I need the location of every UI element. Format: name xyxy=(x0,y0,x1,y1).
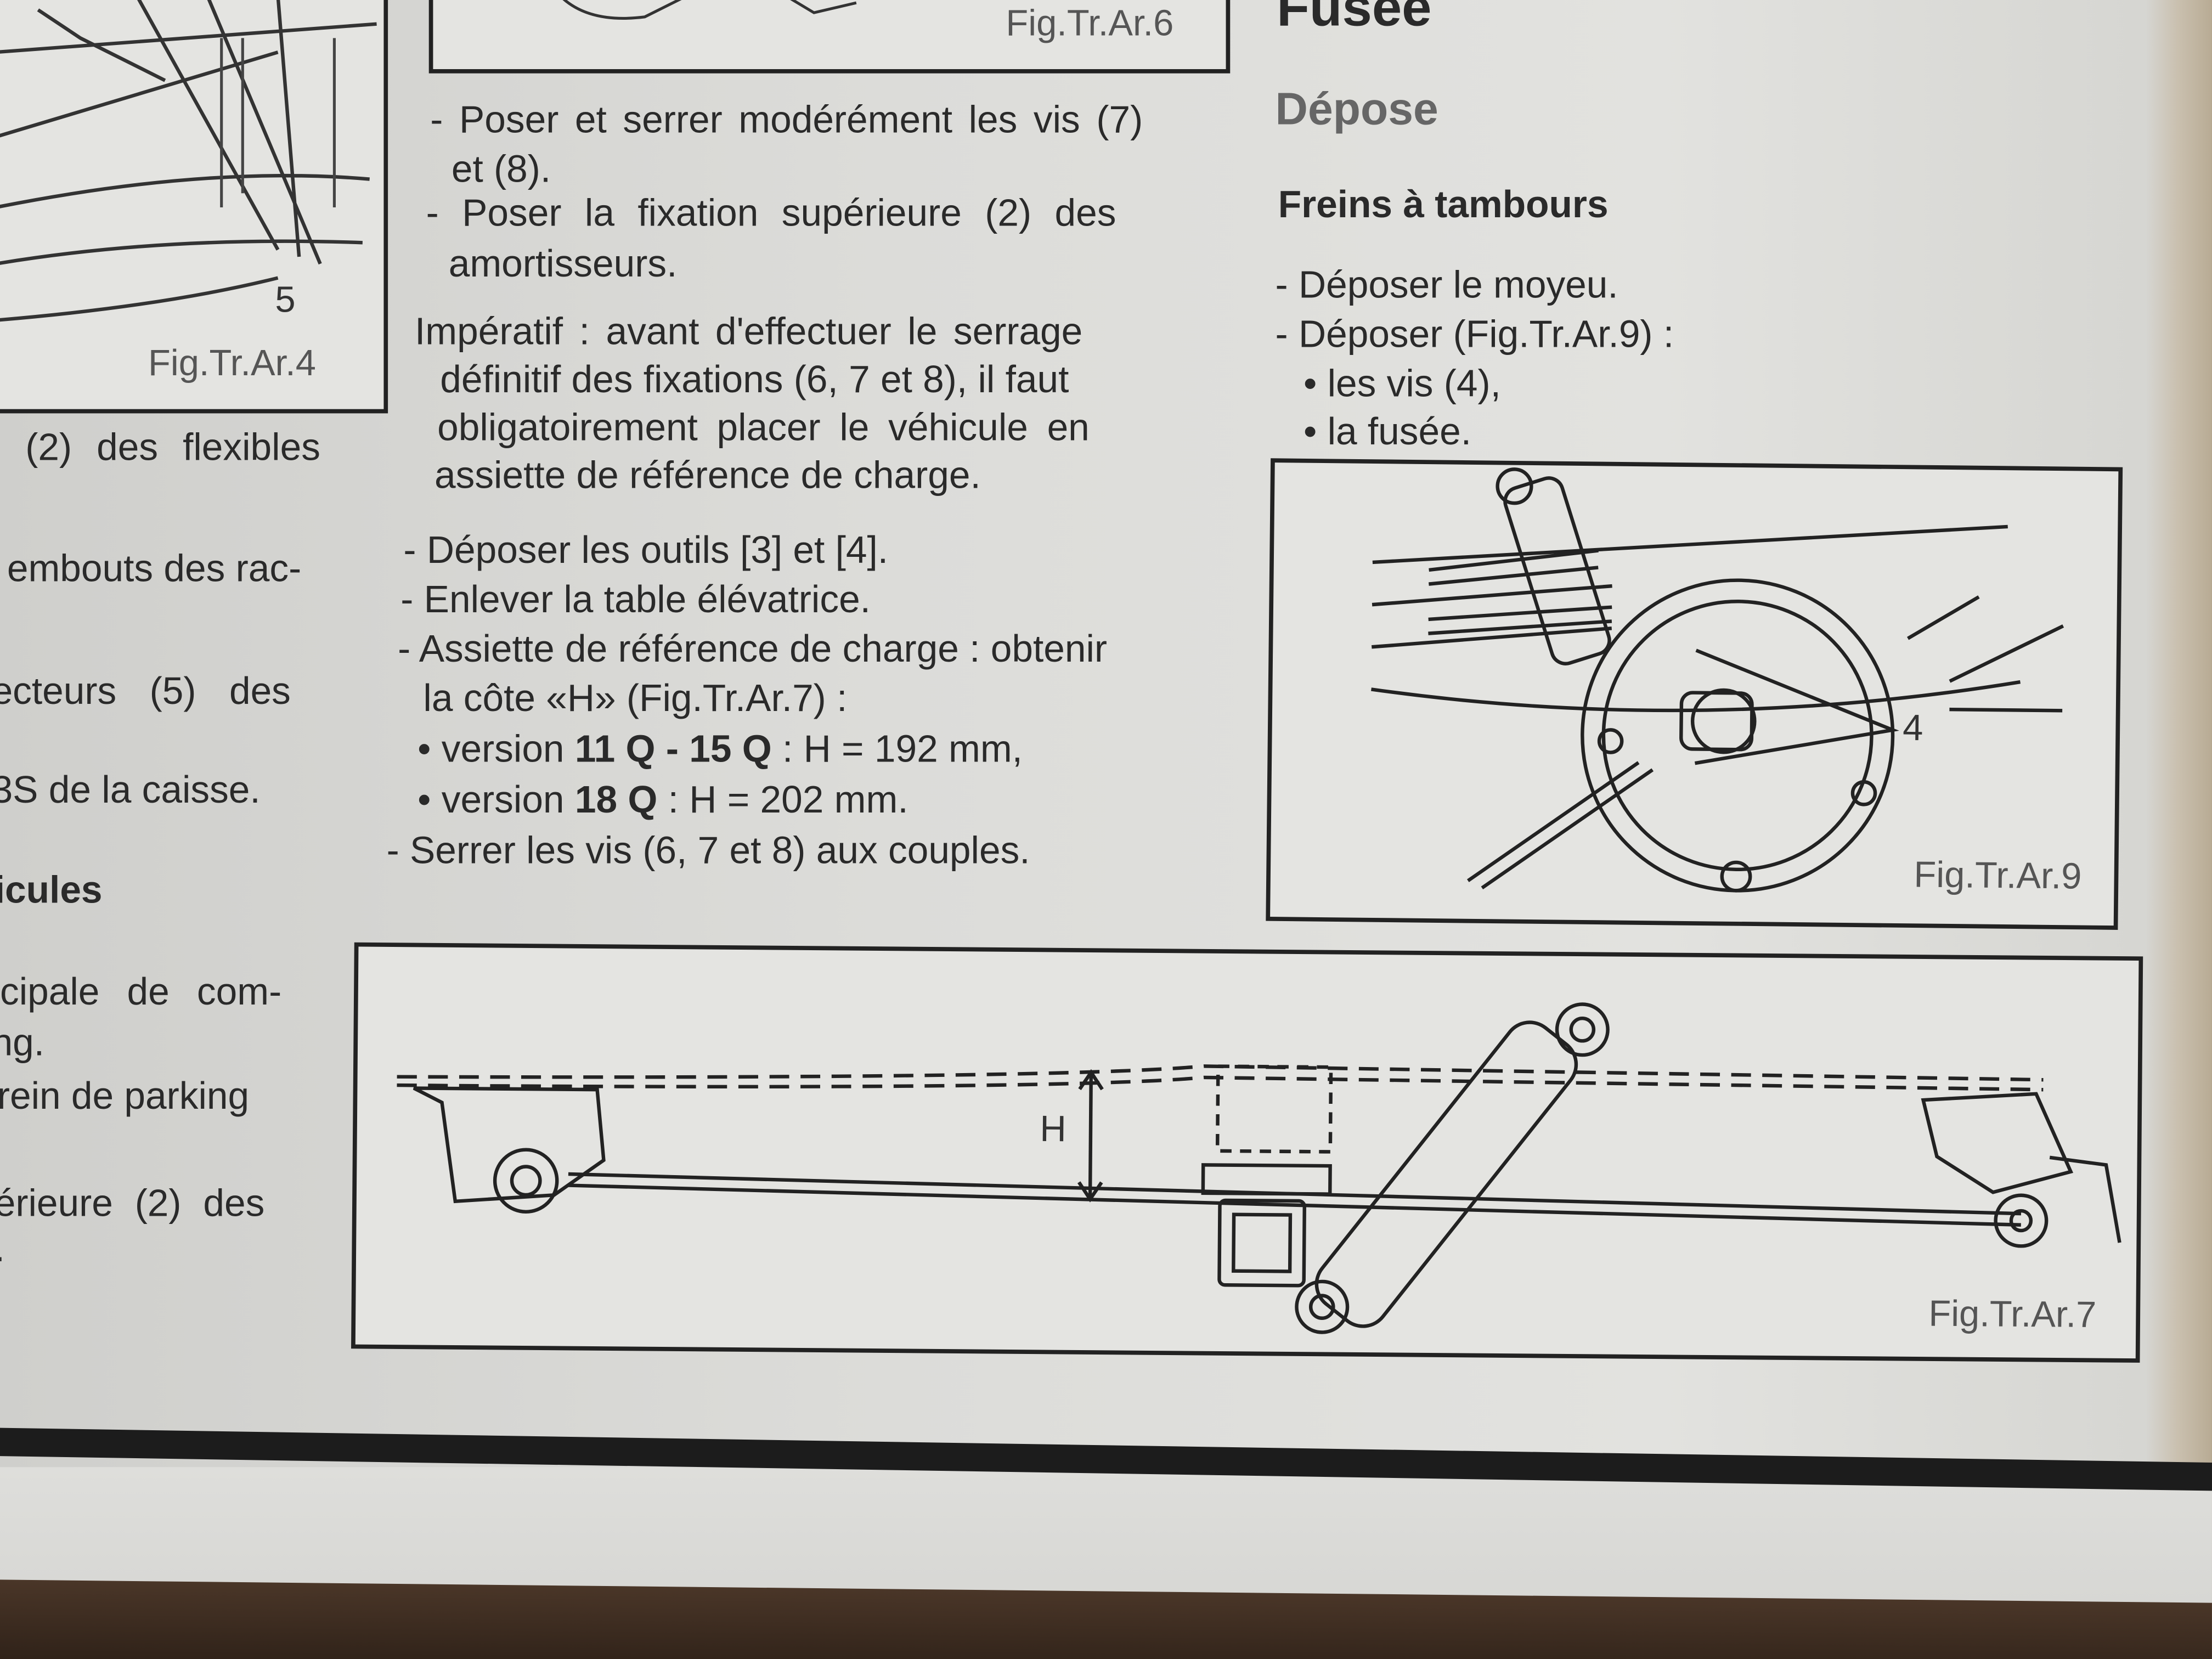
text-line: - Déposer les outils [3] et [4]. xyxy=(403,529,889,572)
figure-tr-ar-7: H Fig.Tr.Ar.7 xyxy=(351,942,2143,1363)
text: • version xyxy=(417,778,575,821)
version-line: • version 11 Q - 15 Q : H = 192 mm, xyxy=(417,725,1023,773)
text-line: 3S de la caisse. xyxy=(0,769,261,811)
text-line: - Serrer les vis (6, 7 et 8) aux couples… xyxy=(386,829,1030,872)
text-line: - Déposer (Fig.Tr.Ar.9) : xyxy=(1275,313,1674,356)
text-line: • la fusée. xyxy=(1303,410,1472,453)
text-line: et (8). xyxy=(451,148,551,191)
section-heading: icules xyxy=(0,868,103,912)
version-line: • version 18 Q : H = 202 mm. xyxy=(417,776,908,823)
axle-height-drawing xyxy=(397,1002,2121,1334)
figure-tr-ar-9: 4 Fig.Tr.Ar.9 xyxy=(1266,458,2123,930)
figure-tr-ar-4: 5 Fig.Tr.Ar.4 xyxy=(0,0,388,414)
text-line: assiette de référence de charge. xyxy=(434,454,981,497)
figure-label: Fig.Tr.Ar.9 xyxy=(1914,853,2082,898)
version-code: 11 Q - 15 Q xyxy=(574,727,772,770)
text-line: la côte «H» (Fig.Tr.Ar.7) : xyxy=(423,677,848,720)
text-line: rein de parking xyxy=(0,1075,250,1118)
text-line: ng. xyxy=(0,1021,45,1064)
text-line: ecteurs (5) des xyxy=(0,670,291,713)
figure-label: Fig.Tr.Ar.4 xyxy=(148,341,316,384)
section-heading: Freins à tambours xyxy=(1278,183,1609,226)
text-line: érieure (2) des xyxy=(0,1182,265,1224)
text-line: amortisseurs. xyxy=(448,242,678,285)
text-line: - Poser et serrer modérément les vis (7) xyxy=(430,98,1143,142)
text-line: définitif des fixations (6, 7 et 8), il … xyxy=(440,358,1069,401)
text: : H = 202 mm. xyxy=(657,778,909,821)
suspension-drawing xyxy=(0,0,377,322)
figure-tr-ar-6: Fig.Tr.Ar.6 xyxy=(428,0,1231,74)
page-title: Fusée xyxy=(1277,0,1432,38)
text-line: embouts des rac- xyxy=(7,547,302,590)
text-line: - Déposer le moyeu. xyxy=(1275,263,1618,306)
drum-brake-drawing xyxy=(1371,467,2064,893)
subtitle: Dépose xyxy=(1275,83,1438,134)
text-line: cipale de com- xyxy=(0,970,282,1013)
figure-callout: 4 xyxy=(1902,706,1923,749)
text-line: • les vis (4), xyxy=(1303,362,1501,405)
figure-callout: 5 xyxy=(275,278,296,320)
text: : H = 192 mm, xyxy=(771,727,1023,770)
warning-text: Impératif : avant d'effectuer le serrage xyxy=(414,310,1083,353)
text-line: . xyxy=(0,1224,5,1272)
dimension-label: H xyxy=(1040,1107,1067,1150)
part-drawing xyxy=(562,0,857,20)
text-line: obligatoirement placer le véhicule en xyxy=(437,406,1090,449)
text-line: - Poser la fixation supérieure (2) des xyxy=(426,191,1116,234)
version-code: 18 Q xyxy=(574,778,658,821)
text: • version xyxy=(417,727,575,770)
text-line: - Assiette de référence de charge : obte… xyxy=(398,628,1108,670)
figure-label: Fig.Tr.Ar.6 xyxy=(1006,1,1174,44)
figure-label: Fig.Tr.Ar.7 xyxy=(1928,1291,2097,1336)
text-line: - Enlever la table élévatrice. xyxy=(400,578,871,621)
text-line: (2) des flexibles xyxy=(25,426,320,469)
